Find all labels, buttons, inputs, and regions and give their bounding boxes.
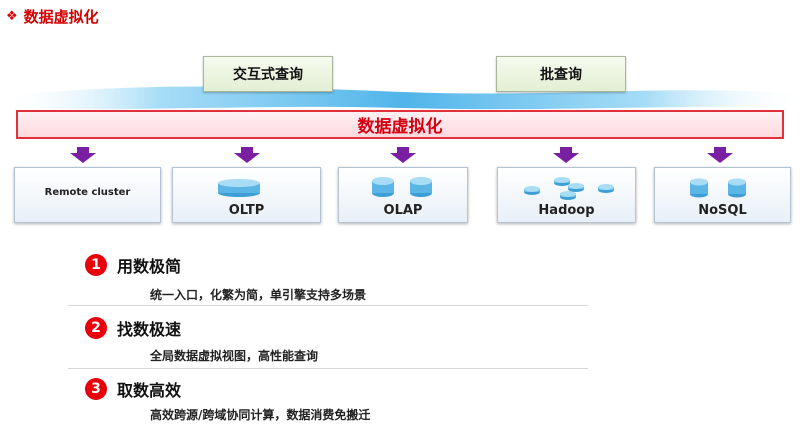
feature-item: 1 用数极简 [85,253,181,277]
down-arrow-icon [707,147,733,163]
feature-item: 2 找数极速 [85,316,181,340]
down-arrow-icon [70,147,96,163]
down-arrow-icon [390,147,416,163]
feature-description: 统一入口，化繁为简，单引擎支持多场景 [150,288,367,302]
divider [68,368,588,369]
interactive-query-box: 交互式查询 [203,56,333,92]
section-title: 数据虚拟化 [23,8,99,26]
feature-title: 找数极速 [117,320,182,339]
source-label: NoSQL [698,203,747,218]
batch-query-box: 批查询 [496,56,626,92]
batch-query-label: 批查询 [540,67,582,83]
source-hadoop: Hadoop [497,167,636,223]
source-oltp: OLTP [172,167,321,223]
source-nosql: NoSQL [654,167,791,223]
feature-description: 全局数据虚拟视图，高性能查询 [150,349,319,363]
feature-description: 高效跨源/跨域协同计算，数据消费免搬迁 [150,408,371,422]
virtualization-bar-label: 数据虚拟化 [357,117,443,137]
database-icon [690,178,746,198]
feature-title: 取数高效 [117,381,182,400]
virtualization-bar: 数据虚拟化 [16,110,784,139]
database-icon [372,177,432,197]
source-remote-cluster: Remote cluster [14,167,161,223]
feature-number-badge: 2 [85,317,107,339]
source-olap: OLAP [338,167,468,223]
interactive-query-label: 交互式查询 [233,67,303,83]
section-header: ❖ 数据虚拟化 [6,6,99,27]
source-label: OLTP [228,203,265,218]
divider [68,305,588,306]
down-arrow-icon [234,147,260,163]
data-flow-wave [0,86,807,110]
feature-number-badge: 3 [85,378,107,400]
source-label: OLAP [383,203,423,218]
feature-title: 用数极简 [117,257,182,276]
source-label: Remote cluster [44,187,131,198]
down-arrow-icon [553,147,579,163]
feature-item: 3 取数高效 [85,377,181,401]
source-label: Hadoop [538,203,595,218]
cluster-disks-icon [524,177,614,200]
feature-number-badge: 1 [85,254,107,276]
diamond-bullet-icon: ❖ [6,8,18,24]
database-icon [218,179,260,197]
